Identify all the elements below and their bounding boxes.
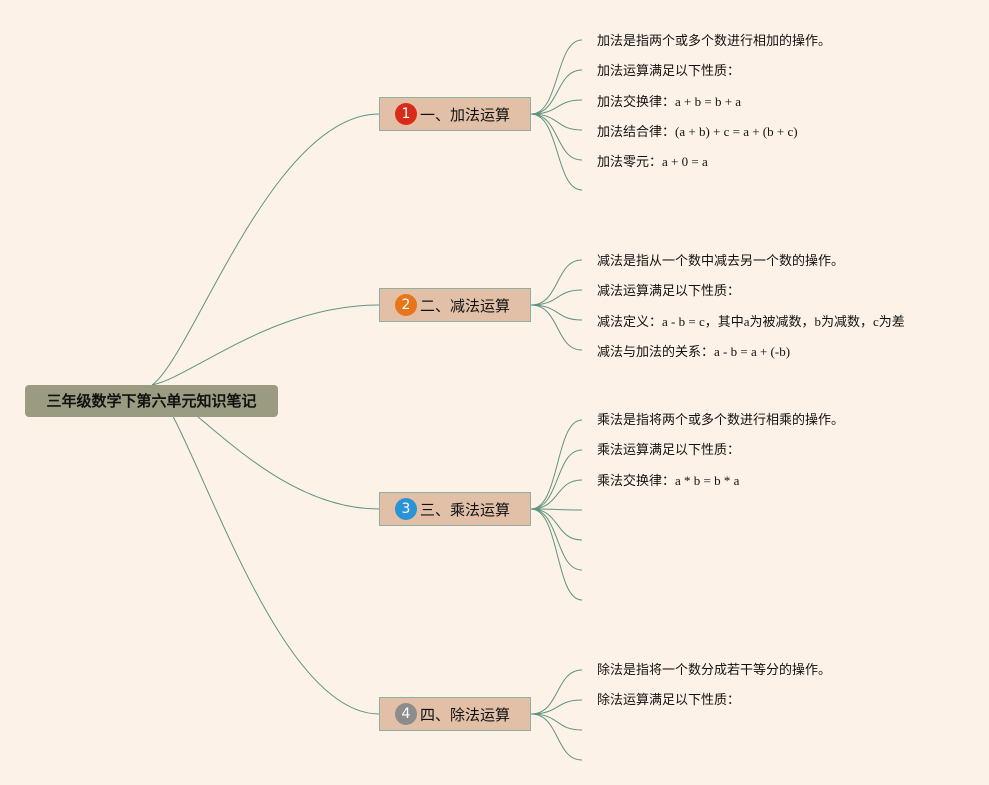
root-to-branch-line <box>151 304 380 386</box>
leaf-subtraction-formula[interactable]: 减法定义：a - b = c，其中a为被减数，b为减数，c为差 <box>597 314 905 330</box>
branch-to-leaf-line <box>530 508 583 571</box>
branch-to-leaf-line <box>530 259 583 306</box>
branch-to-leaf-line <box>530 113 583 131</box>
branch-to-leaf-line <box>530 713 583 731</box>
branch-addition[interactable]: 1 一、加法运算 <box>379 97 531 131</box>
branch-to-leaf-line <box>530 304 583 321</box>
number-4-icon: 4 <box>395 703 417 725</box>
branch-to-leaf-line <box>530 113 583 191</box>
branch-to-leaf-line <box>530 419 583 510</box>
branch-to-leaf-line <box>530 508 583 541</box>
branch-label: 四、除法运算 <box>420 705 511 724</box>
leaf-multiplication-commutative[interactable]: 乘法交换律：a * b = b * a <box>597 473 740 489</box>
branch-to-leaf-line <box>530 508 583 511</box>
branch-to-leaf-line <box>530 713 583 761</box>
leaf-addition-commutative[interactable]: 加法交换律：a + b = b + a <box>597 94 742 110</box>
leaf-addition-associative[interactable]: 加法结合律：(a + b) + c = a + (b + c) <box>597 124 798 140</box>
leaf-division-definition[interactable]: 除法是指将一个数分成若干等分的操作。 <box>597 663 832 678</box>
leaf-subtraction-properties[interactable]: 减法运算满足以下性质： <box>597 284 741 299</box>
branch-to-leaf-line <box>530 39 583 115</box>
branch-label: 二、减法运算 <box>420 296 511 315</box>
leaf-division-properties[interactable]: 除法运算满足以下性质： <box>597 693 741 708</box>
leaf-addition-identity[interactable]: 加法零元：a + 0 = a <box>597 154 708 170</box>
branch-to-leaf-line <box>530 449 583 510</box>
branch-to-leaf-line <box>530 699 583 715</box>
number-1-icon: 1 <box>395 103 417 125</box>
leaf-multiplication-properties[interactable]: 乘法运算满足以下性质： <box>597 443 741 458</box>
branch-to-leaf-line <box>530 99 583 115</box>
branch-multiplication[interactable]: 3 三、乘法运算 <box>379 492 531 526</box>
leaf-subtraction-definition[interactable]: 减法是指从一个数中减去另一个数的操作。 <box>597 254 845 269</box>
branch-subtraction[interactable]: 2 二、减法运算 <box>379 288 531 322</box>
root-to-branch-line <box>151 384 380 715</box>
branch-to-leaf-line <box>530 113 583 161</box>
leaf-addition-properties[interactable]: 加法运算满足以下性质： <box>597 64 741 79</box>
branch-label: 一、加法运算 <box>420 105 511 124</box>
branch-to-leaf-line <box>530 69 583 115</box>
root-topic[interactable]: 三年级数学下第六单元知识笔记 <box>25 385 278 417</box>
branch-to-leaf-line <box>530 479 583 510</box>
leaf-subtraction-relation[interactable]: 减法与加法的关系：a - b = a + (-b) <box>597 344 791 360</box>
branch-division[interactable]: 4 四、除法运算 <box>379 697 531 731</box>
number-2-icon: 2 <box>395 294 417 316</box>
root-to-branch-line <box>151 113 380 386</box>
leaf-multiplication-definition[interactable]: 乘法是指将两个或多个数进行相乘的操作。 <box>597 413 845 428</box>
branch-to-leaf-line <box>530 289 583 306</box>
branch-label: 三、乘法运算 <box>420 500 511 519</box>
number-3-icon: 3 <box>395 498 417 520</box>
branch-to-leaf-line <box>530 304 583 351</box>
branch-to-leaf-line <box>530 669 583 715</box>
leaf-addition-definition[interactable]: 加法是指两个或多个数进行相加的操作。 <box>597 34 832 49</box>
branch-to-leaf-line <box>530 508 583 601</box>
